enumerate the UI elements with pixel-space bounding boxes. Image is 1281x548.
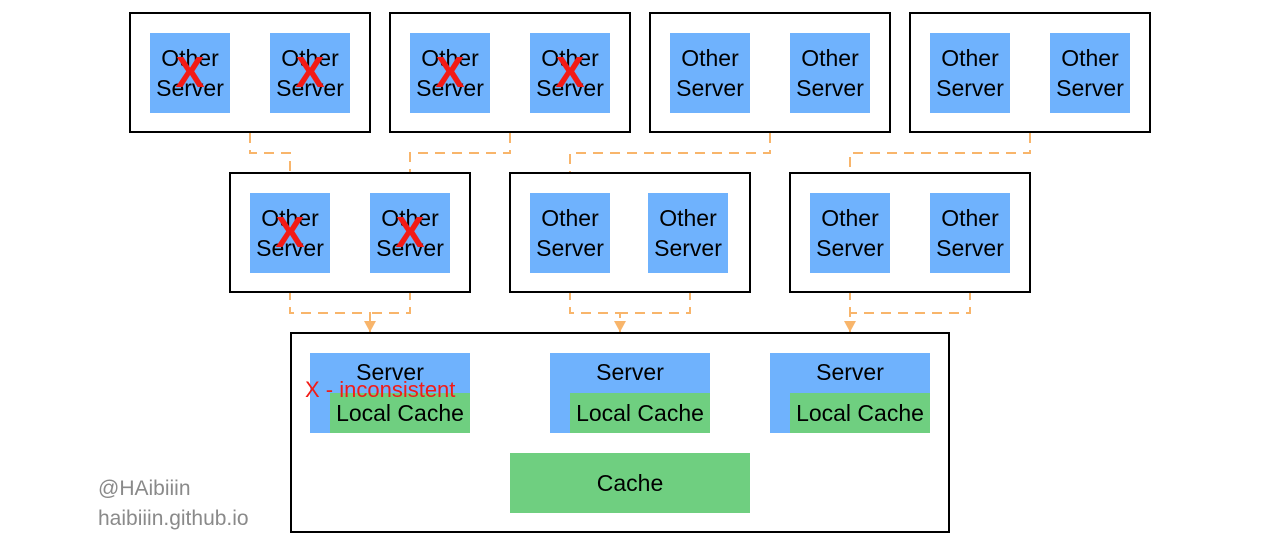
other-server: Other Server — [1050, 33, 1130, 113]
connector-line — [569, 273, 621, 332]
watermark-site: haibiiin.github.io — [98, 507, 249, 530]
other-server: Other Server — [370, 193, 450, 273]
other-server: Other Server — [270, 33, 350, 113]
connector-line — [849, 133, 1031, 193]
connector-line — [620, 273, 691, 314]
app-server-3: Server Local Cache — [770, 353, 930, 433]
connector-arrowhead — [844, 321, 856, 332]
other-server: Other Server — [810, 193, 890, 273]
other-server: Other Server — [530, 193, 610, 273]
connector-arrowhead — [614, 321, 626, 332]
app-server-title: Server — [356, 359, 424, 385]
connector-line — [289, 273, 371, 332]
other-server: Other Server — [930, 193, 1010, 273]
other-server: Other Server — [930, 33, 1010, 113]
other-server: Other Server — [150, 33, 230, 113]
connector-arrowhead — [364, 321, 376, 332]
connector-line — [249, 133, 291, 193]
local-cache: Local Cache — [570, 393, 710, 433]
inconsistent-note: X - inconsistent — [305, 377, 456, 402]
app-server-2: Server Local Cache — [550, 353, 710, 433]
other-server: Other Server — [410, 33, 490, 113]
shared-cache: Cache — [510, 453, 750, 513]
other-server: Other Server — [530, 33, 610, 113]
app-server-title: Server — [596, 359, 664, 385]
app-server-1: Server Local Cache X - inconsistent — [305, 353, 470, 433]
other-server: Other Server — [790, 33, 870, 113]
local-cache: Local Cache — [330, 393, 470, 433]
local-cache: Local Cache — [790, 393, 930, 433]
connector-line — [370, 273, 411, 314]
watermark-handle: @HAibiiin — [98, 477, 191, 500]
connector-line — [850, 273, 971, 314]
other-server: Other Server — [648, 193, 728, 273]
app-server-title: Server — [816, 359, 884, 385]
other-server: Other Server — [250, 193, 330, 273]
other-server: Other Server — [670, 33, 750, 113]
